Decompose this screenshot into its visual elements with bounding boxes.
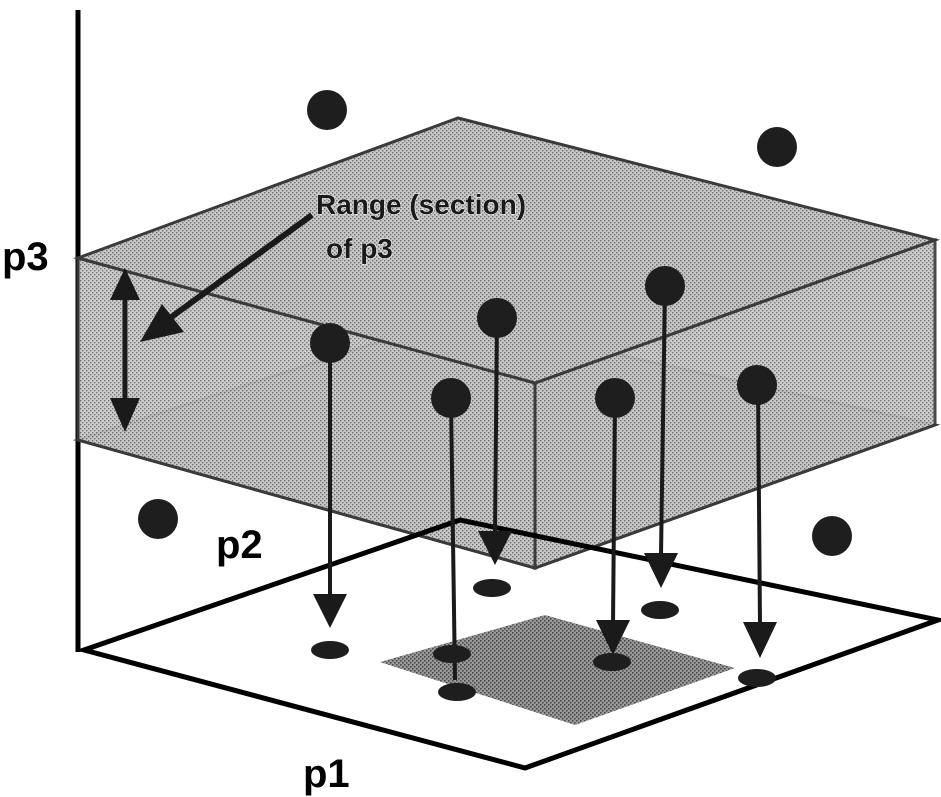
projected-point-group [593,378,635,671]
data-point [645,266,685,306]
data-point [477,298,517,338]
range-pointer-arrow-icon [140,212,314,342]
projected-point [641,601,679,619]
arrow-down-icon [596,620,630,655]
data-point [431,378,471,418]
projection-line [659,286,667,556]
arrow-down-icon [743,622,777,658]
data-point [595,378,635,418]
arrow-down-icon [644,553,678,588]
range-annotation-line1: Range (section) [316,189,526,220]
projected-point [311,641,349,659]
arrow-down-icon [478,531,512,565]
projected-point-group [641,266,685,619]
p1-p2-base-plane [75,517,941,771]
projection-line [756,384,762,626]
range-annotation-line2: of p3 [326,233,393,264]
range-marker-icon [110,268,140,432]
range-upper-plane [73,116,941,385]
data-point [737,365,777,405]
projection-line [449,399,457,681]
data-point [812,516,852,556]
projected-point [593,653,631,671]
projection-line [493,317,499,536]
projected-point [738,669,776,687]
projected-point [433,645,471,663]
projected-point [473,579,511,597]
data-point [310,323,350,363]
p2-axis-label: p2 [216,523,263,567]
data-point [138,499,178,539]
projected-point-group [431,378,476,701]
data-point [307,90,347,130]
p1-axis-label: p1 [303,752,350,796]
projected-point-group [473,298,517,597]
arrow-down-icon [313,594,347,628]
projected-point-group [310,323,350,659]
projected-point [438,683,476,701]
data-point [757,127,797,167]
projection-region [380,615,735,725]
p3-axis-label: p3 [2,235,49,279]
projected-point-group [737,365,777,687]
projection-line [611,399,617,626]
